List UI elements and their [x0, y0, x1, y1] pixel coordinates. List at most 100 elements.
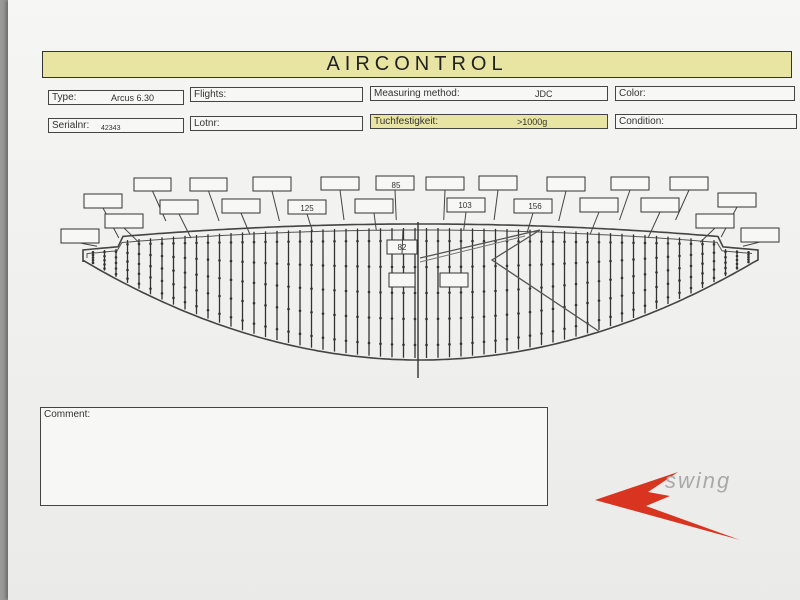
attachment-point — [471, 341, 474, 345]
attachment-point — [666, 242, 670, 245]
attachment-point — [747, 255, 750, 259]
measurement-box — [439, 272, 469, 288]
attachment-point — [551, 307, 555, 311]
attachment-point — [632, 274, 635, 278]
attachment-point — [344, 314, 348, 318]
attachment-point — [735, 254, 739, 258]
type-field[interactable]: Type: Arcus 6.30 — [48, 90, 184, 105]
attachment-point — [390, 265, 394, 269]
attachment-point — [183, 256, 187, 260]
attachment-point — [172, 296, 175, 300]
attachment-point — [620, 312, 624, 315]
attachment-point — [413, 343, 417, 347]
attachment-point — [735, 250, 739, 254]
measurement-box — [640, 197, 680, 213]
attachment-point — [551, 262, 555, 266]
attachment-point — [344, 264, 348, 268]
attachment-point — [574, 261, 578, 265]
attachment-point — [275, 262, 279, 265]
leader-line — [647, 211, 661, 239]
measurement-box — [221, 198, 261, 214]
attachment-point — [735, 258, 739, 262]
attachment-point — [206, 291, 210, 295]
attachment-point — [356, 239, 359, 243]
attachment-point — [356, 265, 359, 268]
attachment-point — [367, 265, 371, 268]
leader-line — [401, 230, 404, 255]
attachment-point — [241, 299, 244, 303]
measurement-box — [546, 176, 586, 192]
attachment-point — [597, 279, 601, 283]
attachment-point — [218, 241, 221, 244]
attachment-point — [206, 258, 210, 261]
attachment-point — [310, 310, 313, 314]
measurement-box — [717, 192, 757, 208]
attachment-point — [390, 343, 394, 346]
attachment-point — [379, 291, 382, 294]
attachment-point — [356, 290, 359, 293]
attachment-point — [517, 240, 520, 243]
attachment-point — [229, 297, 233, 300]
attachment-point — [735, 262, 739, 266]
attachment-point — [275, 240, 279, 244]
leader-line — [152, 190, 167, 222]
attachment-point — [620, 276, 624, 280]
comment-field[interactable]: Comment: — [40, 407, 548, 506]
attachment-point — [597, 260, 601, 264]
leader-line — [178, 213, 192, 239]
attachment-point — [459, 316, 463, 320]
attachment-point — [712, 251, 716, 255]
attachment-point — [195, 257, 198, 261]
attachment-point — [114, 261, 118, 265]
attachment-point — [528, 310, 532, 314]
attachment-point — [494, 339, 497, 342]
attachment-point — [735, 266, 739, 270]
attachment-point — [609, 296, 612, 300]
leader-line — [373, 212, 377, 231]
attachment-point — [103, 254, 106, 258]
attachment-point — [517, 288, 520, 291]
attachment-point — [540, 332, 543, 335]
attachment-point — [724, 261, 727, 264]
attachment-point — [482, 340, 486, 344]
attachment-point — [367, 341, 371, 345]
tuchfestigkeit-field[interactable]: Tuchfestigkeit: >1000g — [370, 114, 608, 129]
attachment-point — [390, 317, 394, 320]
attachment-point — [183, 300, 187, 304]
attachment-point — [459, 265, 463, 269]
attachment-point — [91, 256, 95, 259]
attachment-point — [678, 254, 681, 258]
attachment-point — [471, 290, 474, 294]
attachment-point — [195, 289, 198, 292]
attachment-point — [425, 239, 428, 243]
attachment-point — [264, 304, 267, 307]
attachment-point — [264, 325, 267, 328]
logo-text: swing — [665, 468, 731, 493]
lotnr-field[interactable]: Lotnr: — [190, 116, 363, 131]
attachment-point — [701, 281, 704, 285]
attachment-point — [321, 336, 325, 339]
condition-field[interactable]: Condition: — [615, 114, 797, 129]
measuring-method-field[interactable]: Measuring method: JDC — [370, 86, 608, 101]
attachment-point — [195, 304, 198, 308]
attachment-point — [425, 343, 428, 347]
attachment-point — [390, 291, 394, 295]
attachment-point — [494, 264, 497, 268]
attachment-point — [678, 279, 681, 282]
measurement-box — [189, 177, 228, 192]
attachment-point — [91, 253, 95, 257]
attachment-point — [436, 291, 440, 295]
wing-outline-group — [82, 223, 759, 361]
attachment-point — [666, 255, 670, 259]
flights-field[interactable]: Flights: — [190, 87, 363, 102]
attachment-point — [586, 261, 589, 264]
attachment-point — [563, 240, 566, 244]
attachment-point — [436, 317, 440, 321]
attachment-point — [402, 343, 405, 347]
leader-line — [339, 189, 345, 221]
brake-line-2 — [419, 235, 526, 263]
attachment-point — [137, 252, 141, 256]
attachment-point — [632, 291, 635, 295]
serialnr-field[interactable]: Serialnr: 42343 — [48, 118, 184, 133]
color-field[interactable]: Color: — [615, 86, 795, 101]
